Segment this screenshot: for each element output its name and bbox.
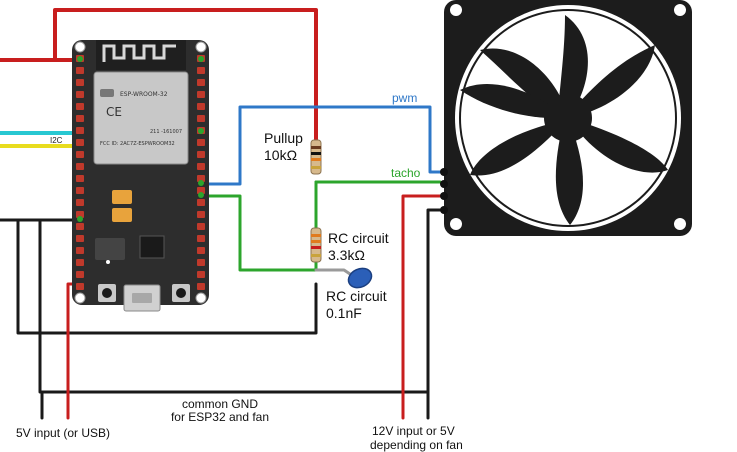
wire-pwm-blue — [198, 105, 442, 186]
label-common-gnd-2: for ESP32 and fan — [171, 410, 269, 424]
left-pin-header — [76, 55, 84, 290]
en-button — [98, 284, 116, 302]
label-rc2-title: RC circuit — [326, 288, 387, 304]
wire-12v-red — [401, 194, 442, 420]
label-pwm: pwm — [392, 91, 417, 105]
voltage-regulator — [95, 238, 125, 260]
label-i2c: I2C — [50, 136, 63, 145]
fan — [440, 0, 692, 236]
ce-mark-icon: CE — [106, 105, 122, 119]
rc-capacitor — [347, 267, 373, 289]
label-common-gnd-1: common GND — [182, 397, 258, 411]
smd-capacitor — [112, 190, 132, 204]
module-fcc: FCC ID: 2AC7Z-ESPWROOM32 — [100, 141, 175, 147]
labels: pwm tacho I2C Pullup 10kΩ RC circuit 3.3… — [16, 91, 463, 452]
label-pullup-title: Pullup — [264, 130, 303, 146]
module-brand: ESP-WROOM-32 — [120, 91, 168, 98]
label-rc1-value: 3.3kΩ — [328, 247, 365, 263]
boot-button — [172, 284, 190, 302]
label-rc2-value: 0.1nF — [326, 305, 362, 321]
label-rc1-title: RC circuit — [328, 230, 389, 246]
wire-tacho-green — [198, 180, 442, 272]
wires — [0, 8, 442, 420]
esp32-board: ESP-WROOM-32 CE 211 -161007 FCC ID: 2AC7… — [72, 40, 209, 312]
module-code: 211 -161007 — [150, 129, 182, 135]
label-5v-input: 5V input (or USB) — [16, 426, 110, 440]
label-pullup-value: 10kΩ — [264, 147, 297, 163]
usb-uart-chip — [139, 235, 165, 259]
pullup-resistor — [310, 139, 322, 175]
rc-resistor — [310, 227, 322, 263]
wire-gnd-left-drop — [16, 218, 318, 335]
label-tacho: tacho — [391, 166, 421, 180]
fan-blades — [460, 15, 668, 225]
wroom-module: ESP-WROOM-32 CE 211 -161007 FCC ID: 2AC7… — [93, 40, 189, 165]
smd-capacitor — [112, 208, 132, 222]
label-12v-input-2: depending on fan — [370, 438, 463, 452]
label-12v-input-1: 12V input or 5V — [372, 424, 455, 438]
